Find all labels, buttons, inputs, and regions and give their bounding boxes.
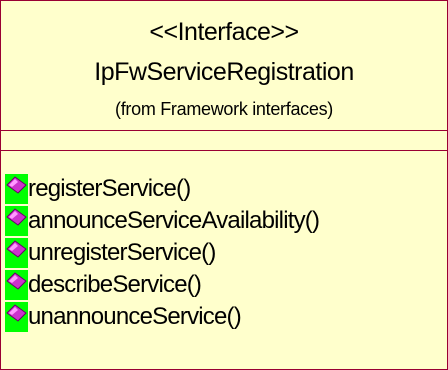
public-operation-icon [5, 174, 28, 204]
class-name: IpFwServiceRegistration [94, 58, 354, 86]
class-stereotype: <<Interface>> [149, 18, 299, 46]
operation-row[interactable]: announceServiceAvailability() [5, 205, 445, 237]
operation-row[interactable]: unannounceService() [5, 301, 445, 333]
class-header: <<Interface>> IpFwServiceRegistration (f… [1, 1, 447, 130]
operation-name: registerService() [28, 175, 191, 202]
operation-name: describeService() [28, 271, 202, 298]
public-operation-icon [5, 238, 28, 268]
operation-row[interactable]: describeService() [5, 269, 445, 301]
operation-row[interactable]: registerService() [5, 173, 445, 205]
public-operation-icon [5, 206, 28, 236]
operation-name: unregisterService() [28, 239, 216, 266]
operations-compartment: registerService() announceServiceAvailab… [5, 173, 445, 333]
operation-name: unannounceService() [28, 303, 242, 330]
public-operation-icon [5, 302, 28, 332]
operations-divider [1, 150, 447, 151]
class-package: (from Framework interfaces) [115, 99, 333, 119]
attributes-divider [1, 130, 447, 131]
operation-row[interactable]: unregisterService() [5, 237, 445, 269]
public-operation-icon [5, 270, 28, 300]
operation-name: announceServiceAvailability() [28, 207, 320, 234]
